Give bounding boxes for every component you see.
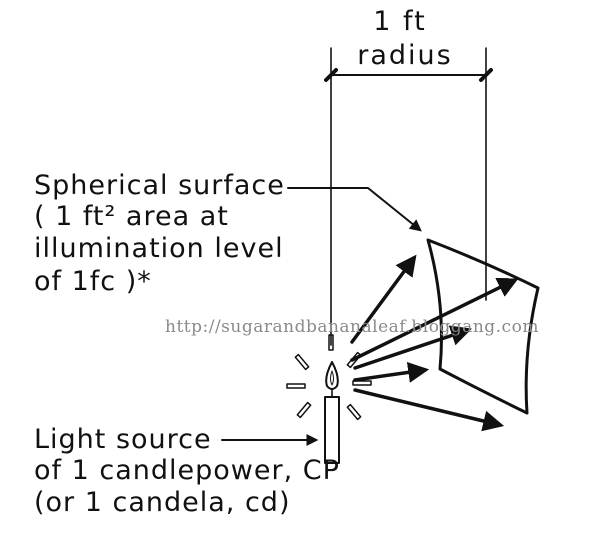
- watermark-text: http://sugarandbananaleaf.bloggang.com: [165, 317, 539, 337]
- source-label-line-2: of 1 candlepower, CP: [34, 455, 340, 486]
- light-rays: [350, 254, 519, 432]
- ray-3: [353, 325, 472, 370]
- glow-marks: [286, 334, 372, 421]
- source-label-line-3: (or 1 candela, cd): [34, 487, 290, 518]
- spherical-surface: [426, 238, 540, 415]
- surface-label-line-3: illumination level: [34, 233, 284, 264]
- surface-label: Spherical surface ( 1 ft² area at illumi…: [34, 170, 422, 297]
- ray-5: [353, 388, 505, 432]
- ray-1: [350, 254, 417, 344]
- surface-label-line-1: Spherical surface: [34, 170, 285, 201]
- dimension-line-2: radius: [357, 40, 452, 71]
- ray-4: [353, 361, 430, 383]
- source-label: Light source of 1 candlepower, CP (or 1 …: [34, 424, 340, 518]
- candle-icon: [324, 361, 340, 464]
- source-label-line-1: Light source: [34, 424, 212, 455]
- dimension-line-1: 1 ft: [373, 6, 426, 37]
- ray-2: [350, 277, 519, 362]
- surface-label-line-4: of 1fc )*: [34, 266, 152, 297]
- surface-leader-arrow: [287, 187, 422, 232]
- radius-dimension: 1 ft radius: [324, 6, 493, 346]
- surface-label-line-2: ( 1 ft² area at: [34, 201, 229, 232]
